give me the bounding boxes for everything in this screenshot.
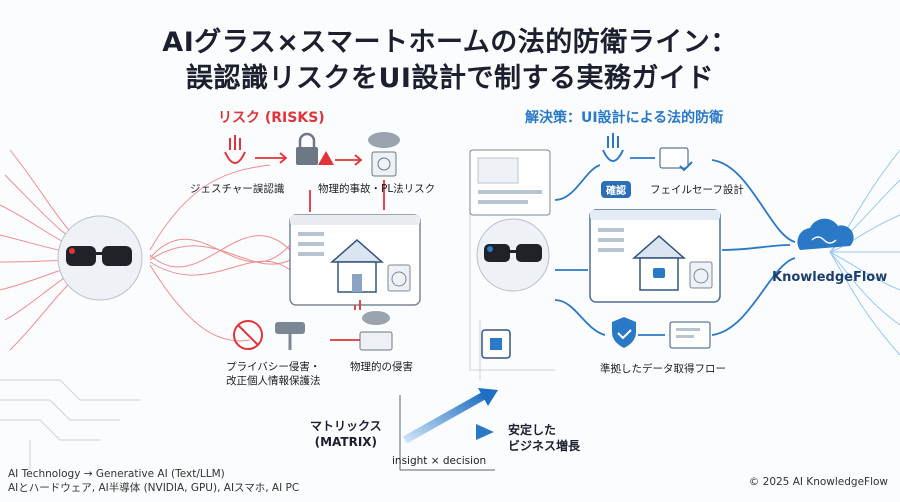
solution-arrows: [554, 157, 796, 336]
circuit-lines: [0, 150, 555, 470]
risk-arrows: [255, 152, 385, 341]
wireframe-document: [469, 149, 551, 216]
solution-header: 解決策：UI設計による法的防衛: [525, 110, 724, 126]
risk-header: リスク (RISKS): [218, 110, 325, 126]
page-title-line2: 誤認識リスクをUI設計で制する実務ガイド: [186, 63, 714, 94]
data-form-icon: [669, 321, 711, 349]
matrix-chart: [399, 388, 498, 471]
risk-glasses-avatar: [57, 215, 143, 301]
damaged-device-icon: [359, 311, 393, 351]
failsafe-label: フェイルセーフ設計: [650, 184, 744, 196]
page-title-line1: AIグラス×スマートホームの法的防衛ライン：: [162, 27, 738, 58]
physical-accident-label: 物理的事故・PL法リスク: [318, 183, 436, 195]
matrix-result: 安定した ビジネス増長: [508, 423, 581, 453]
risk-wave-lines: [0, 149, 291, 351]
gesture-hand-icon: [224, 135, 246, 164]
confirm-badge: 確認: [601, 181, 631, 198]
gesture-hand-confirm-icon: [602, 133, 624, 162]
physical-damage-label: 物理的の侵害: [350, 361, 413, 373]
gesture-misrecognition-label: ジェスチャー誤認識: [190, 183, 285, 195]
chip-icon: [481, 329, 511, 359]
knowledgeflow-brand: KnowledgeFlow: [772, 270, 888, 285]
solution-wave-lines: [829, 149, 900, 356]
risk-smart-home-panel: [289, 214, 421, 306]
solution-smart-home-panel: [589, 209, 721, 303]
copyright: © 2025 AI KnowledgeFlow: [748, 476, 888, 488]
appliance-cloud-icon: [368, 132, 400, 177]
solution-glasses-avatar: [476, 218, 550, 292]
footer-line2: AIとハードウェア, AI半導体 (NVIDIA, GPU), AIスマホ, A…: [8, 482, 300, 494]
security-camera-icon: [275, 322, 305, 350]
privacy-label: プライバシー侵害・ 改正個人情報保護法: [226, 361, 321, 387]
data-flow-label: 準拠したデータ取得フロー: [600, 363, 726, 375]
footer-line1: AI Technology → Generative AI (Text/LLM): [8, 468, 225, 480]
checklist-icon: [659, 147, 693, 172]
matrix-axis-label: insight × decision: [392, 455, 487, 467]
lock-warning-icon: [296, 132, 334, 165]
shield-check-icon: [612, 317, 636, 348]
knowledgeflow-logo-icon: [797, 218, 854, 250]
matrix-label: マトリックス (MATRIX): [310, 419, 382, 449]
no-camera-icon: [233, 320, 263, 350]
